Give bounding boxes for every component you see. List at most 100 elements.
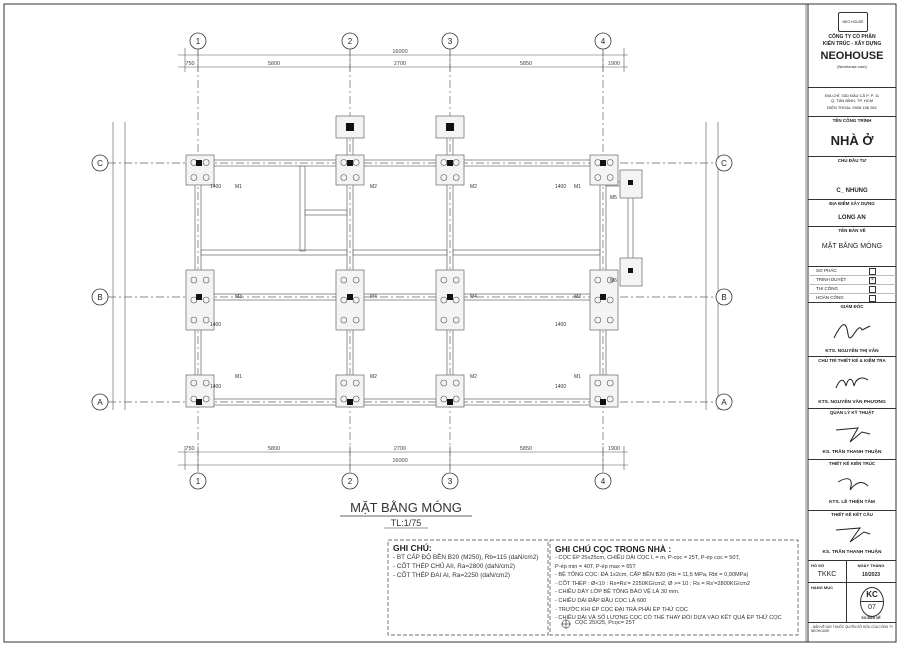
pile-notes-box <box>549 539 799 636</box>
dim-total-top: 16000 <box>392 49 407 55</box>
piles <box>190 159 614 403</box>
pile-legend-icon <box>561 619 571 629</box>
pile-symbol <box>202 174 210 181</box>
sheet-number-row: HẠNG MỤC KC 07 SỐ BẢN VẼ <box>808 582 896 623</box>
footing-dim: 1400 <box>210 184 221 190</box>
pile-symbol <box>606 395 614 403</box>
sheet-name: MẶT BẰNG MÓNG <box>821 243 883 250</box>
pile-note-line: - BÊ TÔNG CỌC: ĐÁ 1x2cm, CẤP BỀN B20 (Rb… <box>555 572 749 579</box>
stage-label: TRÌNH DUYỆT <box>816 277 847 282</box>
pile-symbol <box>202 159 210 166</box>
footing-dim: 1400 <box>555 384 566 390</box>
dim-top: 5800 <box>268 61 280 67</box>
footing-dim: 1400 <box>210 384 221 390</box>
stage-checkbox[interactable] <box>869 286 876 293</box>
signature-icon <box>837 478 869 491</box>
stage-label: HOÀN CÔNG <box>816 295 844 300</box>
grid-x-label: 3 <box>448 477 453 486</box>
pile-symbol <box>452 316 460 324</box>
grid-x-label: 4 <box>601 37 606 46</box>
stage-table: SƠ PHÁC TRÌNH DUYỆT × THI CÔNG HOÀN CÔNG <box>808 266 896 302</box>
pile-symbol <box>352 316 360 324</box>
pile-notes: GHI CHÚ CỌC TRONG NHÀ : - CỌC ÉP 25x25cm… <box>555 544 795 623</box>
footing-mark: M4 <box>370 294 377 300</box>
general-notes: GHI CHÚ: - BT CẤP ĐỘ BỀN B20 (M250), Rb=… <box>393 544 545 580</box>
pile-symbol <box>352 276 360 284</box>
pile-symbol <box>440 276 448 284</box>
pile-symbol <box>340 395 348 403</box>
signature-name: KS. TRẦN THANH THUẬN <box>822 550 882 555</box>
drawing-title: MẶT BẰNG MÓNG <box>350 500 462 515</box>
signature-name: KTS. NGUYỄN VĂN PHƯƠNG <box>818 400 886 405</box>
pile-symbol <box>606 316 614 324</box>
dim-total-bottom: 16000 <box>392 458 407 464</box>
pile-symbol <box>190 379 198 387</box>
project-label: TÊN CÔNG TRÌNH <box>808 116 896 124</box>
pile-symbol <box>340 159 348 166</box>
dim-bottom: 2700 <box>394 446 406 452</box>
pile-symbol <box>202 395 210 403</box>
grid-y-label: A <box>97 398 103 407</box>
footing-mark: M3 <box>235 294 242 300</box>
stage-row: SƠ PHÁC <box>808 267 896 276</box>
pile-symbol <box>594 174 602 181</box>
footing-mark: M1 <box>574 184 581 190</box>
pile-note-line: P-ép min = 40T, P-ép max = 65T <box>555 563 636 570</box>
pile-symbol <box>352 379 360 387</box>
pile-symbol <box>594 276 602 284</box>
pile-symbol <box>606 174 614 181</box>
company-address2: Q. TÂN BÌNH, TP. HCM <box>830 98 873 103</box>
pile-symbol <box>340 316 348 324</box>
company-name: NEOHOUSE <box>820 50 884 62</box>
grid-x-label: 3 <box>448 37 453 46</box>
stage-checkbox-checked[interactable]: × <box>869 277 876 284</box>
pile-symbol <box>340 276 348 284</box>
grid-y-label: A <box>721 398 727 407</box>
footing-mark: M2 <box>470 374 477 380</box>
pile-symbol <box>352 159 360 166</box>
stage-row: THI CÔNG <box>808 285 896 294</box>
stage-checkbox[interactable] <box>869 295 876 302</box>
signature-icon <box>833 324 871 339</box>
pile-symbol <box>440 174 448 181</box>
grid-y-label: B <box>97 293 102 302</box>
stage-label: SƠ PHÁC <box>816 268 837 273</box>
pile-symbol <box>452 296 460 304</box>
company-line1: CÔNG TY CỔ PHẦN <box>828 34 876 40</box>
pile-symbol <box>606 276 614 284</box>
owner-name: C_ NHUNG <box>836 188 868 194</box>
pile-symbol <box>202 276 210 284</box>
footing-mark: M2 <box>370 374 377 380</box>
footing-dim: 1400 <box>555 322 566 328</box>
project-name: NHÀ Ở <box>830 133 874 148</box>
file-value: TKKC <box>817 571 837 578</box>
stage-checkbox[interactable] <box>869 268 876 275</box>
pile-symbol <box>440 395 448 403</box>
pile-symbol <box>352 296 360 304</box>
pile-symbol <box>352 395 360 403</box>
dim-bottom: 5800 <box>268 446 280 452</box>
pile-note-line: - CỐT THÉP : Ø<10 : Rs=Rs'= 2250KG/cm2, … <box>555 580 751 587</box>
pile-note-line: - CHIỀU DÀI ĐẬP ĐẦU CỌC LÀ 600 <box>555 597 647 604</box>
pile-note-line: - TRƯỚC KHI ÉP CỌC ĐẠI TRÀ PHẢI ÉP THỬ C… <box>555 606 688 613</box>
signature-icon <box>835 427 871 443</box>
dim-bottom: 750 <box>185 446 194 452</box>
sheet-number-badge: KC 07 <box>860 587 884 617</box>
grid-x-label: 1 <box>196 477 201 486</box>
dim-bottom: 5850 <box>520 446 532 452</box>
pile-symbol <box>340 379 348 387</box>
pile-legend-text: CỌC 25X25, Pcọc= 25T <box>575 620 636 626</box>
dim-bottom: 1900 <box>608 446 620 452</box>
pile-symbol <box>440 159 448 166</box>
footing-mark: M2 <box>370 184 377 190</box>
sheet-number: 07 <box>861 601 883 613</box>
footing-marks: M1 M2 M2 M1 M5 M6 M3 M4 M4 M3 M1 M2 M2 M… <box>210 184 617 390</box>
pile-symbol <box>440 316 448 324</box>
date-value: 10/2023 <box>861 572 881 578</box>
dimension-texts: 16000 750 5800 2700 5850 1900 750 5800 2… <box>185 49 620 464</box>
company-logo: NEO HOUSE <box>838 12 868 32</box>
pile-note-line: - CHIỀU DÀI VÀ SỐ LƯỢNG CỌC CÓ THỂ THAY … <box>555 615 782 622</box>
grid-x-label: 2 <box>348 37 353 46</box>
signature-name: KS. TRẦN THANH THUẬN <box>822 450 882 455</box>
pile-symbol <box>202 379 210 387</box>
